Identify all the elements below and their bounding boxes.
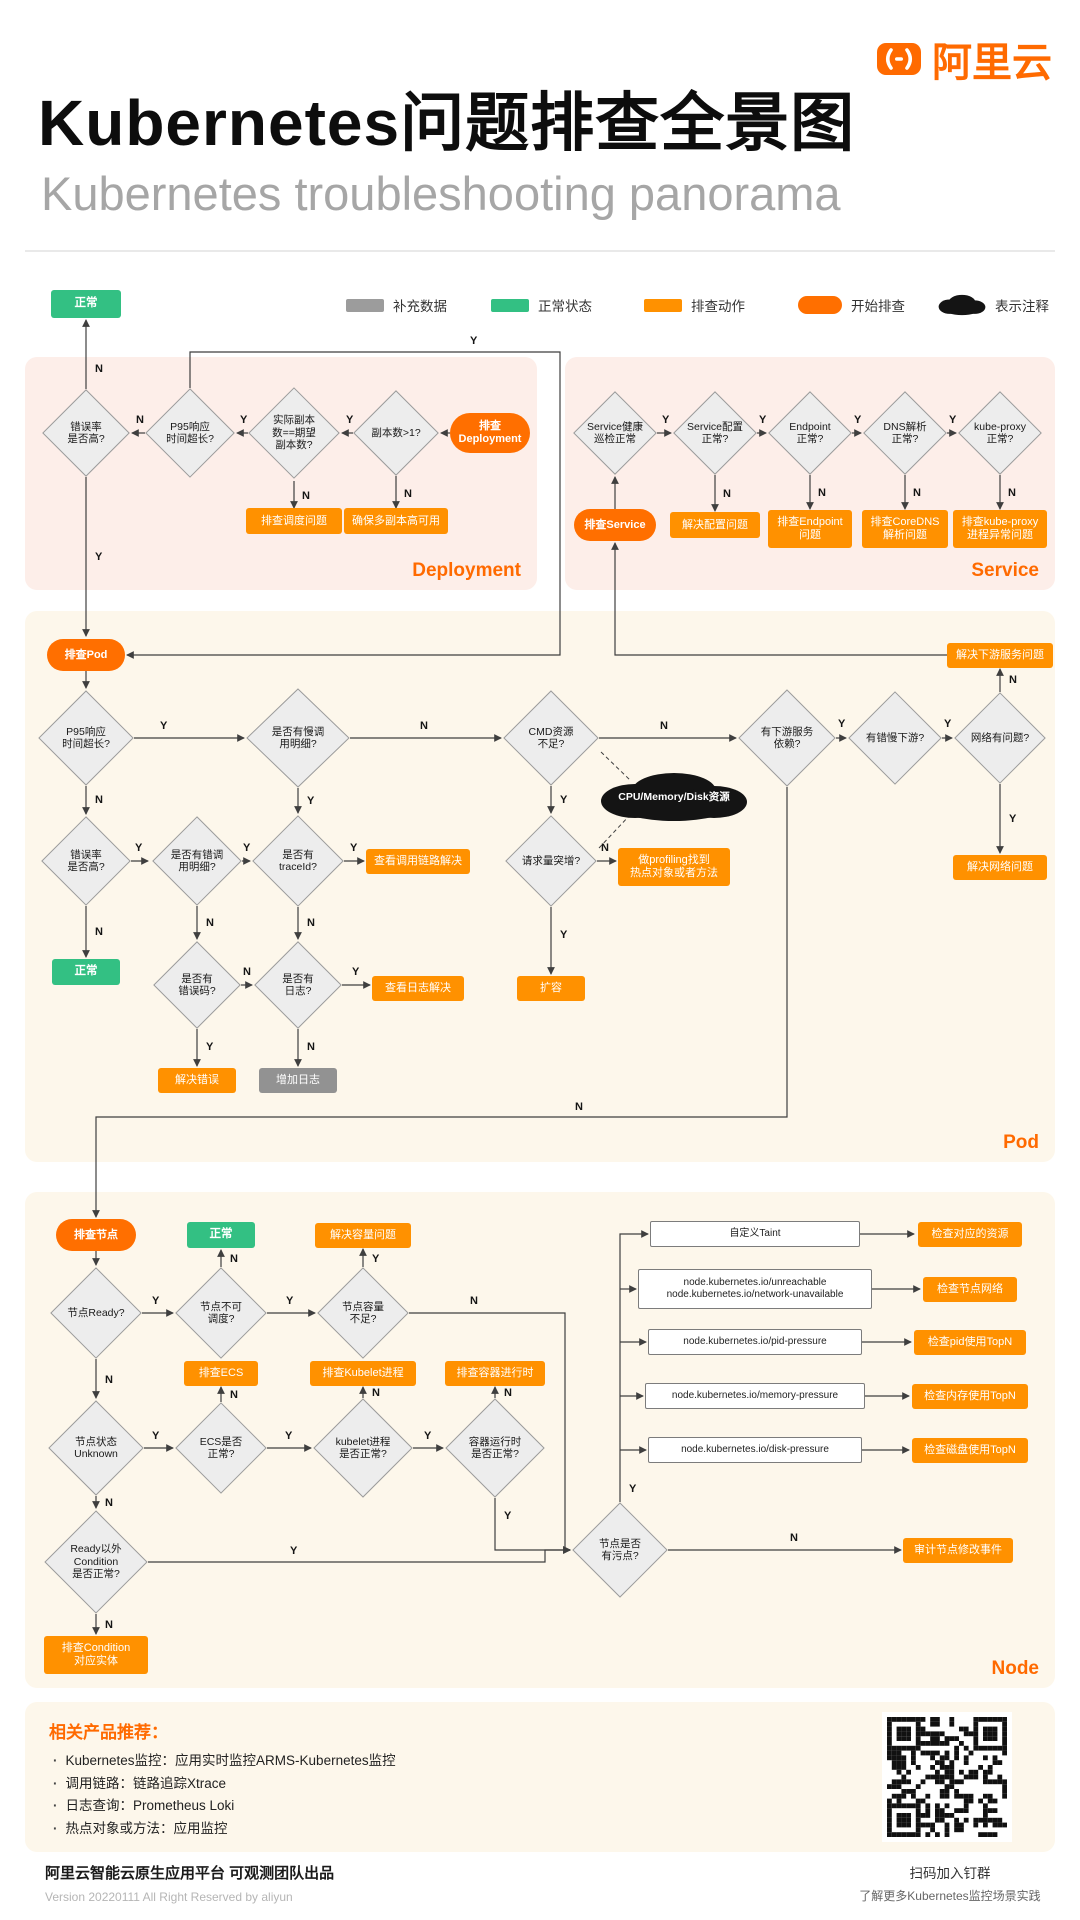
legend-item-annotation: 表示注释: [938, 292, 1049, 318]
svg-text:N: N: [723, 488, 731, 500]
legend-item-supplement: 补充数据: [346, 292, 447, 318]
svg-text:N: N: [105, 1619, 113, 1631]
annotation-blob-swatch-icon: [938, 294, 986, 316]
svg-text:Y: Y: [346, 414, 354, 426]
svg-text:Y: Y: [243, 842, 251, 854]
svg-text:Y: Y: [560, 794, 568, 806]
svg-text:N: N: [660, 720, 668, 732]
svg-text:Y: Y: [854, 414, 862, 426]
svg-text:Y: Y: [560, 929, 568, 941]
page-subtitle: Kubernetes troubleshooting panorama: [41, 167, 841, 220]
legend-item-normal: 正常状态: [491, 292, 592, 318]
svg-text:Y: Y: [290, 1545, 298, 1557]
svg-text:N: N: [1008, 487, 1016, 499]
recommendation-item: 调用链路：链路追踪Xtrace: [53, 1773, 396, 1796]
svg-text:Y: Y: [838, 718, 846, 730]
svg-text:Y: Y: [372, 1253, 380, 1265]
svg-text:N: N: [404, 488, 412, 500]
svg-text:Y: Y: [1009, 813, 1017, 825]
header-divider: [25, 250, 1055, 252]
svg-text:N: N: [307, 917, 315, 929]
legend-label: 开始排查: [851, 299, 905, 314]
svg-text:N: N: [206, 917, 214, 929]
legend-item-start: 开始排查: [798, 292, 905, 318]
svg-text:Y: Y: [160, 720, 168, 732]
section-label-deployment: Deployment: [412, 560, 521, 581]
alibaba-cloud-logo-icon: [877, 43, 921, 75]
section-label-service: Service: [971, 560, 1039, 581]
svg-text:N: N: [818, 487, 826, 499]
recommendation-item: Kubernetes监控：应用实时监控ARMS-Kubernetes监控: [53, 1750, 396, 1773]
svg-text:Y: Y: [286, 1295, 294, 1307]
section-label-pod: Pod: [1003, 1132, 1039, 1153]
svg-text:N: N: [95, 794, 103, 806]
svg-text:N: N: [601, 842, 609, 854]
svg-text:Y: Y: [424, 1430, 432, 1442]
svg-text:N: N: [95, 926, 103, 938]
svg-text:N: N: [95, 363, 103, 375]
qr-caption-line2: 了解更多Kubernetes监控场景实践: [859, 1889, 1041, 1903]
svg-text:Y: Y: [307, 795, 315, 807]
legend-label: 表示注释: [995, 299, 1049, 314]
svg-text:N: N: [230, 1389, 238, 1401]
svg-text:Y: Y: [135, 842, 143, 854]
recommendations-title: 相关产品推荐：: [49, 1723, 168, 1742]
svg-text:Y: Y: [629, 1483, 637, 1495]
svg-text:Y: Y: [949, 414, 957, 426]
svg-text:N: N: [105, 1497, 113, 1509]
svg-text:N: N: [307, 1041, 315, 1053]
svg-text:Y: Y: [504, 1510, 512, 1522]
qr-caption-line1: 扫码加入钉群: [909, 1866, 991, 1881]
svg-text:N: N: [302, 490, 310, 502]
supplement-data-swatch-icon: [346, 298, 384, 312]
credits-version: Version 20220111 All Right Reserved by a…: [45, 1890, 293, 1904]
svg-text:N: N: [372, 1387, 380, 1399]
qr-code: [882, 1712, 1012, 1842]
svg-text:Y: Y: [350, 842, 358, 854]
legend-item-action: 排查动作: [644, 292, 745, 318]
legend-label: 补充数据: [393, 299, 447, 314]
recommendations-list: Kubernetes监控：应用实时监控ARMS-Kubernetes监控 调用链…: [53, 1750, 396, 1840]
qr-code-svg: [887, 1717, 1007, 1837]
svg-text:N: N: [105, 1374, 113, 1386]
svg-text:Y: Y: [944, 718, 952, 730]
svg-text:Y: Y: [152, 1430, 160, 1442]
svg-text:N: N: [504, 1387, 512, 1399]
svg-text:N: N: [790, 1532, 798, 1544]
svg-text:N: N: [136, 414, 144, 426]
credits-team: 阿里云智能云原生应用平台 可观测团队出品: [45, 1865, 335, 1882]
svg-text:Y: Y: [470, 335, 478, 347]
svg-text:Y: Y: [352, 966, 360, 978]
svg-text:Y: Y: [285, 1430, 293, 1442]
svg-text:Y: Y: [152, 1295, 160, 1307]
legend-label: 排查动作: [691, 299, 745, 314]
start-inspection-swatch-icon: [798, 296, 842, 314]
svg-text:N: N: [243, 966, 251, 978]
credits: 阿里云智能云原生应用平台 可观测团队出品 Version 20220111 Al…: [45, 1862, 334, 1904]
svg-text:N: N: [1009, 674, 1017, 686]
svg-text:Y: Y: [95, 551, 103, 563]
qr-caption: 扫码加入钉群 了解更多Kubernetes监控场景实践: [820, 1862, 1080, 1904]
legend-label: 正常状态: [538, 299, 592, 314]
svg-text:Y: Y: [240, 414, 248, 426]
section-label-node: Node: [991, 1658, 1040, 1679]
svg-text:N: N: [420, 720, 428, 732]
normal-state-swatch-icon: [491, 298, 529, 312]
recommendation-item: 热点对象或方法：应用监控: [53, 1818, 396, 1841]
svg-text:N: N: [575, 1101, 583, 1113]
page-title: Kubernetes问题排查全景图: [38, 87, 856, 159]
svg-text:Y: Y: [206, 1041, 214, 1053]
svg-text:N: N: [470, 1295, 478, 1307]
svg-text:N: N: [913, 487, 921, 499]
svg-text:Y: Y: [662, 414, 670, 426]
svg-text:N: N: [230, 1253, 238, 1265]
alibaba-cloud-logo: 阿里云: [876, 30, 1052, 88]
action-swatch-icon: [644, 298, 682, 312]
logo-text: 阿里云: [932, 41, 1052, 85]
svg-text:Y: Y: [759, 414, 767, 426]
recommendation-item: 日志查询：Prometheus Loki: [53, 1795, 396, 1818]
